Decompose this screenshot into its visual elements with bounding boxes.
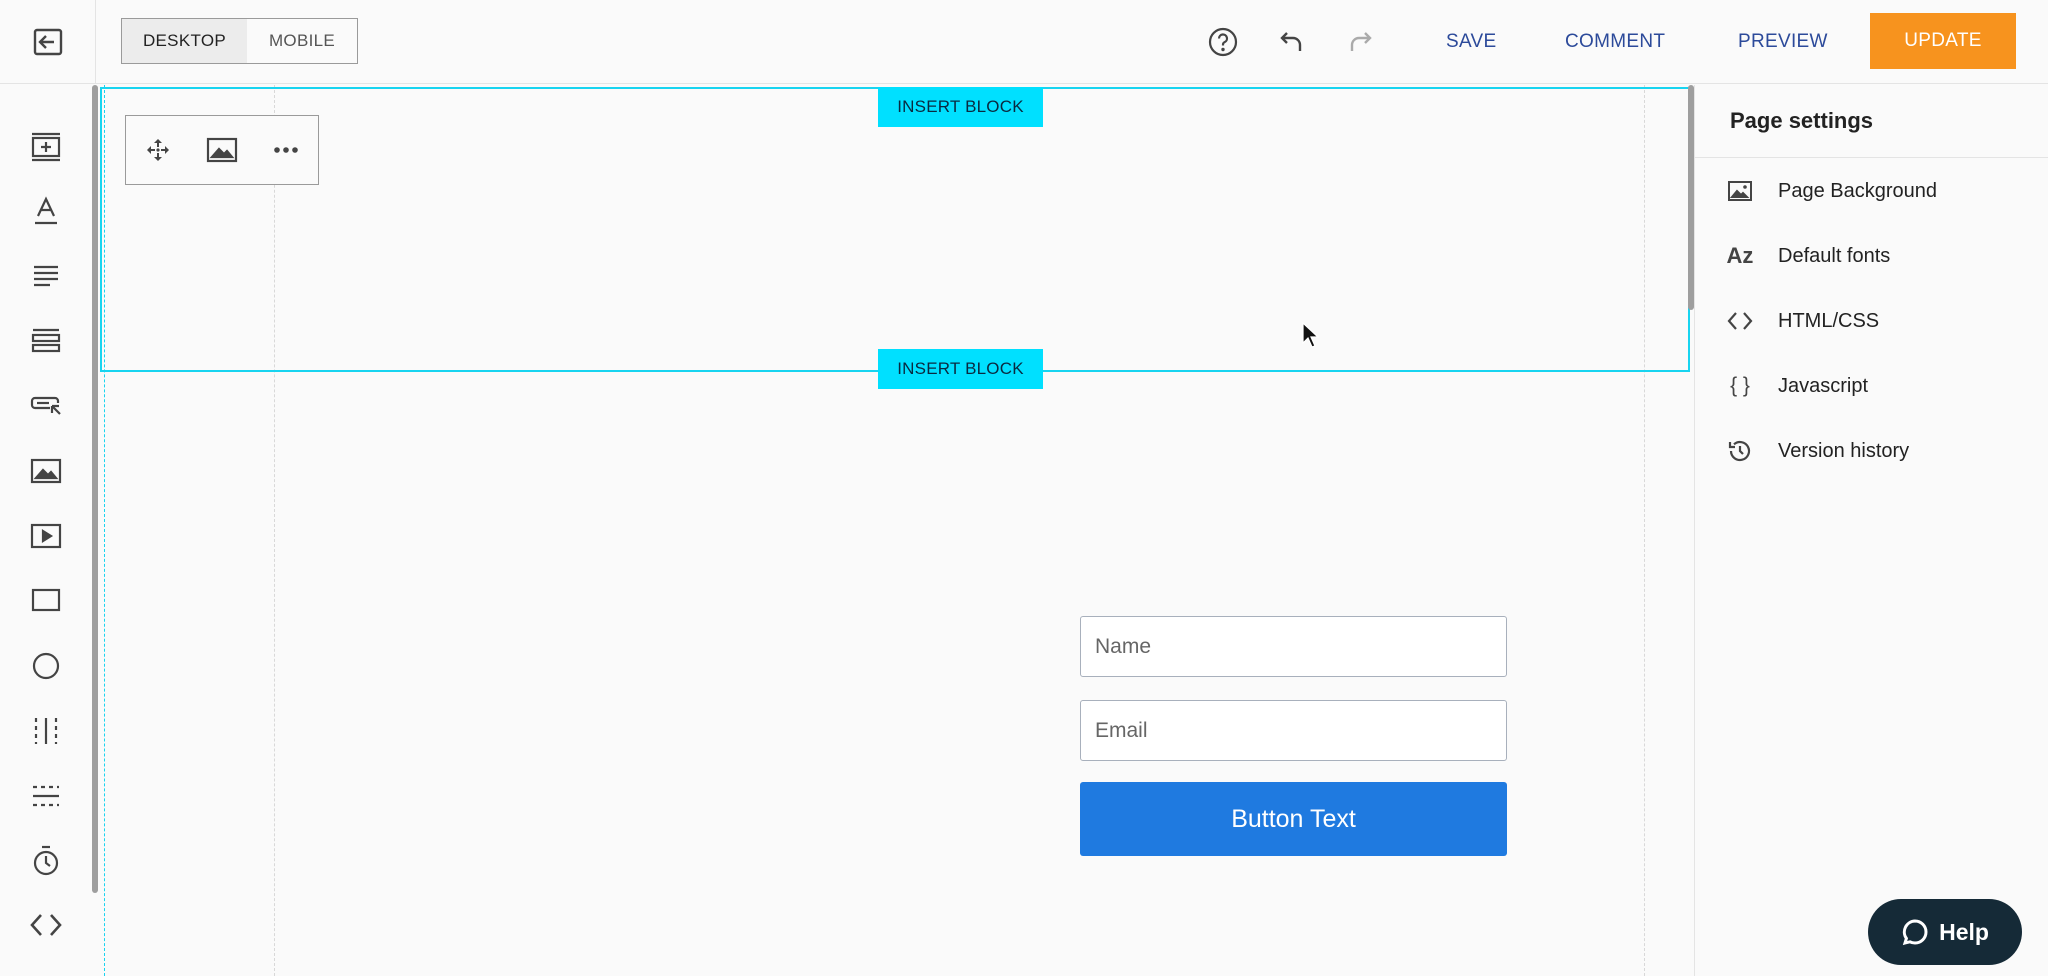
column-guide-right: [1644, 85, 1645, 976]
selected-block-outline[interactable]: [100, 87, 1690, 372]
timer-tool[interactable]: [22, 837, 70, 885]
redo-button[interactable]: [1338, 20, 1382, 64]
box-icon: [31, 588, 61, 612]
button-icon: [30, 394, 62, 418]
add-section-icon: [30, 132, 62, 162]
save-button[interactable]: SAVE: [1446, 31, 1497, 52]
add-section-tool[interactable]: [22, 123, 70, 171]
divider-tool[interactable]: [22, 772, 70, 820]
settings-item-label: Page Background: [1778, 179, 1938, 202]
button-tool[interactable]: [22, 382, 70, 430]
box-tool[interactable]: [22, 576, 70, 624]
redo-icon: [1346, 28, 1374, 56]
list-icon: [31, 328, 61, 354]
video-tool[interactable]: [22, 512, 70, 560]
circle-icon: [31, 651, 61, 681]
font-icon: Az: [1726, 243, 1754, 268]
block-tools-menu: [125, 115, 319, 185]
image-icon: [30, 458, 62, 484]
move-block-button[interactable]: [126, 116, 190, 184]
spacer-icon: [32, 716, 60, 746]
top-bar: DESKTOP MOBILE SAVE COMMENT PREV: [0, 0, 2048, 84]
image-icon: [206, 137, 238, 163]
undo-button[interactable]: [1270, 20, 1314, 64]
timer-icon: [31, 845, 61, 877]
image-icon: [1725, 176, 1755, 206]
canvas-scrollbar[interactable]: [1688, 85, 1694, 310]
email-input[interactable]: [1080, 700, 1507, 761]
move-icon: [146, 138, 170, 162]
settings-html-css[interactable]: HTML/CSS: [1695, 296, 2048, 346]
insert-block-top-button[interactable]: INSERT BLOCK: [878, 87, 1043, 127]
settings-item-label: Version history: [1778, 439, 1910, 462]
braces-icon: { }: [1730, 374, 1750, 397]
settings-page-background[interactable]: Page Background: [1695, 166, 2048, 216]
left-toolbar-scrollbar[interactable]: [92, 85, 98, 893]
paragraph-icon: [32, 264, 60, 288]
chat-bubble-icon: [1901, 918, 1929, 946]
block-background-image-button[interactable]: [190, 116, 254, 184]
insert-block-bottom-button[interactable]: INSERT BLOCK: [878, 349, 1043, 389]
code-icon: [30, 911, 62, 939]
view-mobile-tab[interactable]: MOBILE: [268, 31, 336, 50]
help-label: Help: [1939, 918, 1989, 945]
column-guide-left: [274, 85, 275, 976]
video-icon: [30, 523, 62, 549]
undo-icon: [1278, 28, 1306, 56]
more-options-button[interactable]: [254, 116, 318, 184]
name-input[interactable]: [1080, 616, 1507, 677]
panel-title: Page settings: [1730, 108, 1874, 133]
settings-version-history[interactable]: Version history: [1695, 426, 2048, 476]
code-icon: [1725, 306, 1755, 336]
settings-default-fonts[interactable]: Az Default fonts: [1695, 231, 2048, 281]
image-tool[interactable]: [22, 447, 70, 495]
text-icon: [32, 196, 60, 226]
history-icon: [1725, 436, 1755, 466]
help-chat-button[interactable]: Help: [1868, 899, 2022, 965]
panel-divider: [1695, 157, 2048, 158]
list-tool[interactable]: [22, 317, 70, 365]
preview-button[interactable]: PREVIEW: [1738, 31, 1828, 52]
settings-item-label: HTML/CSS: [1778, 309, 1880, 332]
settings-item-label: Default fonts: [1778, 244, 1891, 267]
text-tool[interactable]: [22, 187, 70, 235]
circle-tool[interactable]: [22, 642, 70, 690]
question-icon: [1207, 26, 1239, 58]
view-desktop-tab[interactable]: DESKTOP: [122, 19, 247, 63]
spacer-tool[interactable]: [22, 707, 70, 755]
comment-button[interactable]: COMMENT: [1565, 31, 1666, 52]
form-submit-button[interactable]: Button Text: [1080, 782, 1507, 856]
view-toggle: DESKTOP MOBILE: [121, 18, 358, 64]
code-tool[interactable]: [22, 901, 70, 949]
left-toolbar: [0, 85, 92, 976]
settings-javascript[interactable]: { } Javascript: [1695, 361, 2048, 411]
page-settings-panel: Page settings Page Background Az Default…: [1694, 85, 2048, 976]
help-question-button[interactable]: [1201, 20, 1245, 64]
update-button[interactable]: UPDATE: [1870, 13, 2016, 69]
more-horizontal-icon: [273, 146, 299, 154]
mouse-cursor-icon: [1302, 322, 1320, 348]
divider-icon: [31, 783, 61, 809]
settings-item-label: Javascript: [1778, 374, 1869, 397]
exit-icon: [32, 28, 64, 56]
exit-editor-button[interactable]: [0, 0, 96, 84]
paragraph-tool[interactable]: [22, 252, 70, 300]
canvas-edge-guide: [104, 85, 105, 976]
